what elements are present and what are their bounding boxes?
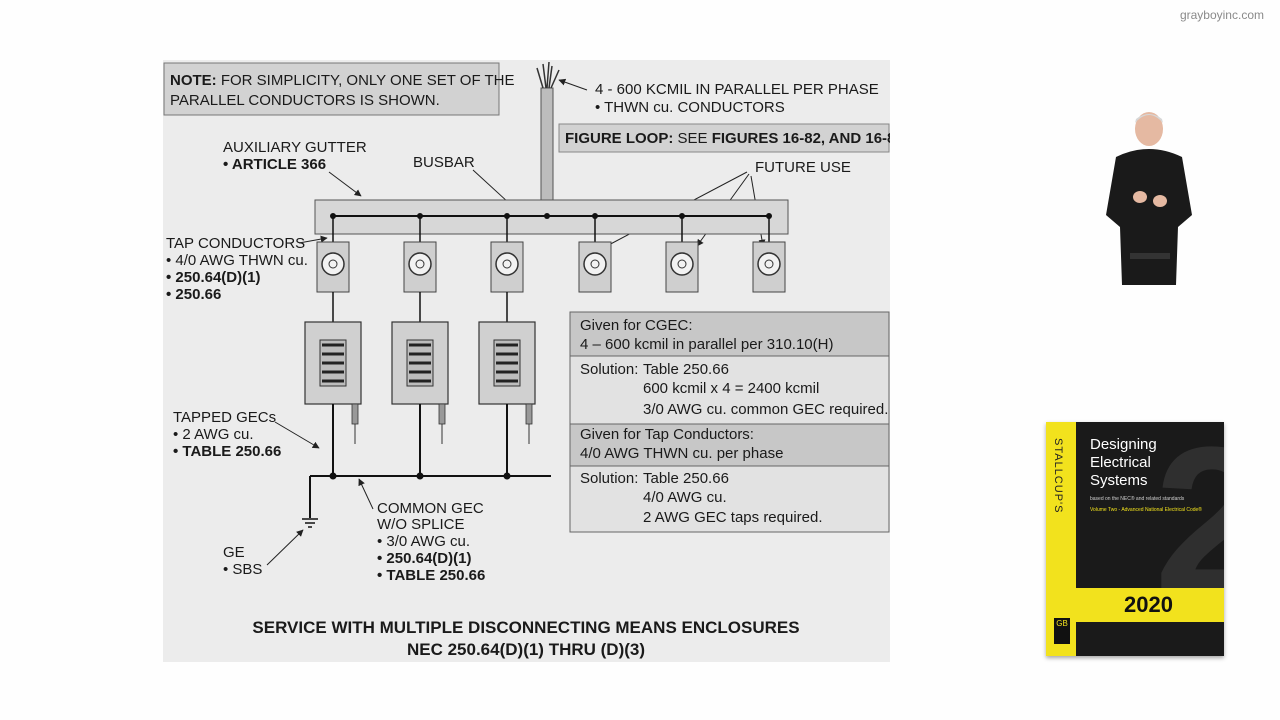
meter-glass	[583, 252, 607, 276]
solution-1-line-1: Table 250.66	[643, 361, 729, 378]
meter-glass	[495, 252, 519, 276]
publisher-logo: GB	[1054, 618, 1070, 644]
conductors-leader	[558, 78, 588, 91]
watermark: grayboyinc.com	[1179, 8, 1264, 22]
book-spine	[1046, 422, 1076, 656]
tapped-gec-title: TAPPED GECs	[173, 409, 276, 426]
book-spine-text: STALLCUP'S	[1052, 438, 1064, 514]
meter-dial	[677, 259, 687, 269]
meter-glass	[408, 252, 432, 276]
meter-dial	[590, 259, 600, 269]
figure-loop-text: FIGURE LOOP: SEE FIGURES 16-82, AND 16-8…	[565, 130, 890, 147]
ge-title: GE	[223, 544, 245, 561]
meter-glass	[670, 252, 694, 276]
meter-dial	[502, 259, 512, 269]
given-tap-value: 4/0 AWG THWN cu. per phase	[580, 445, 783, 462]
meter-row	[316, 213, 786, 293]
book-cover: 2 STALLCUP'S Designing Electrical System…	[1046, 422, 1224, 656]
ge-leader	[266, 529, 304, 566]
calculation-table: Given for CGEC: 4 – 600 kcmil in paralle…	[569, 311, 890, 533]
panelboard-enclosure	[391, 321, 449, 405]
note-line-2: PARALLEL CONDUCTORS IS SHOWN.	[170, 92, 440, 109]
panelboard-row	[304, 292, 536, 480]
meter-dial	[328, 259, 338, 269]
solution-1-line-3: 3/0 AWG cu. common GEC required.	[643, 401, 888, 418]
neutral-lead	[438, 403, 446, 425]
tap-conductors-title: TAP CONDUCTORS	[166, 235, 305, 252]
common-gec-line-1: W/O SPLICE	[377, 516, 465, 533]
ground-symbol	[302, 518, 318, 528]
book-year: 2020	[1124, 592, 1173, 617]
presenter-hand-right	[1153, 195, 1167, 207]
book-title: Designing Electrical Systems	[1090, 436, 1190, 490]
busbar-node	[330, 213, 336, 219]
presenter-shirt	[1106, 149, 1192, 285]
busbar-node	[766, 213, 772, 219]
tap-conductors-line-1: • 4/0 AWG THWN cu.	[166, 252, 308, 269]
service-conduit	[540, 87, 554, 201]
book-year-band	[1076, 588, 1224, 622]
busbar-node	[504, 213, 510, 219]
tapped-gec-line-1: • 2 AWG cu.	[173, 426, 254, 443]
book-title-line-1: Designing	[1090, 436, 1157, 453]
solution-1-line-2: 600 kcmil x 4 = 2400 kcmil	[643, 380, 819, 397]
book-volume: Volume Two - Advanced National Electrica…	[1090, 507, 1202, 513]
tapped-gec-line-2: • TABLE 250.66	[173, 443, 281, 460]
book-subtitle: based on the NEC® and related standards	[1090, 496, 1185, 502]
meter-glass	[757, 252, 781, 276]
tap-conductors-leader	[298, 235, 328, 244]
busbar-node	[592, 213, 598, 219]
common-gec-line-2: • 3/0 AWG cu.	[377, 533, 470, 550]
tapped-gec-leader	[274, 421, 320, 449]
book-title-line-3: Systems	[1090, 472, 1148, 489]
presenter-head	[1135, 112, 1163, 146]
ge-line-1: • SBS	[223, 561, 262, 578]
solution-2-label: Solution:	[580, 470, 638, 487]
solution-2-line-2: 4/0 AWG cu.	[643, 489, 727, 506]
meter-dial	[764, 259, 774, 269]
busbar-node	[679, 213, 685, 219]
busbar-node	[544, 213, 550, 219]
wiring-diagram: NOTE: FOR SIMPLICITY, ONLY ONE SET OF TH…	[163, 60, 908, 662]
aux-gutter-label: AUXILIARY GUTTER	[223, 139, 367, 156]
conductors-line-2: • THWN cu. CONDUCTORS	[595, 99, 785, 116]
future-use-label: FUTURE USE	[755, 159, 851, 176]
meter-dial	[415, 259, 425, 269]
neutral-lead	[525, 403, 533, 425]
busbar-label: BUSBAR	[413, 154, 475, 171]
neutral-lead	[351, 403, 359, 425]
book-title-line-2: Electrical	[1090, 454, 1151, 471]
conductor-ends	[536, 61, 560, 89]
solution-2-line-3: 2 AWG GEC taps required.	[643, 509, 823, 526]
presenter-belt	[1130, 253, 1170, 259]
caption-line-2: NEC 250.64(D)(1) THRU (D)(3)	[407, 640, 645, 659]
solution-2-line-1: Table 250.66	[643, 470, 729, 487]
caption-line-1: SERVICE WITH MULTIPLE DISCONNECTING MEAN…	[252, 618, 799, 637]
conductors-line-1: 4 - 600 KCMIL IN PARALLEL PER PHASE	[595, 81, 879, 98]
busbar-node	[417, 213, 423, 219]
note-line-1: NOTE: FOR SIMPLICITY, ONLY ONE SET OF TH…	[170, 72, 515, 89]
wiring-diagram-svg: NOTE: FOR SIMPLICITY, ONLY ONE SET OF TH…	[163, 61, 908, 659]
meter-glass	[321, 252, 345, 276]
presenter-video	[1106, 112, 1192, 285]
presenter-hand-left	[1133, 191, 1147, 203]
tap-conductors-line-2: • 250.64(D)(1)	[166, 269, 260, 286]
given-cgec-value: 4 – 600 kcmil in parallel per 310.10(H)	[580, 336, 833, 353]
common-gec-line-4: • TABLE 250.66	[377, 567, 485, 584]
note-box	[163, 62, 500, 116]
aux-gutter-leader	[328, 171, 362, 197]
given-tap-title: Given for Tap Conductors:	[580, 426, 754, 443]
common-gec-line-3: • 250.64(D)(1)	[377, 550, 471, 567]
solution-1-label: Solution:	[580, 361, 638, 378]
given-cgec-title: Given for CGEC:	[580, 317, 693, 334]
aux-gutter-article: • ARTICLE 366	[223, 156, 326, 173]
common-gec-title: COMMON GEC	[377, 500, 484, 517]
common-gec-leader	[358, 478, 374, 510]
figure-loop-box	[558, 123, 890, 153]
presenter-hair	[1135, 114, 1163, 123]
tap-conductors-line-3: • 250.66	[166, 286, 221, 303]
